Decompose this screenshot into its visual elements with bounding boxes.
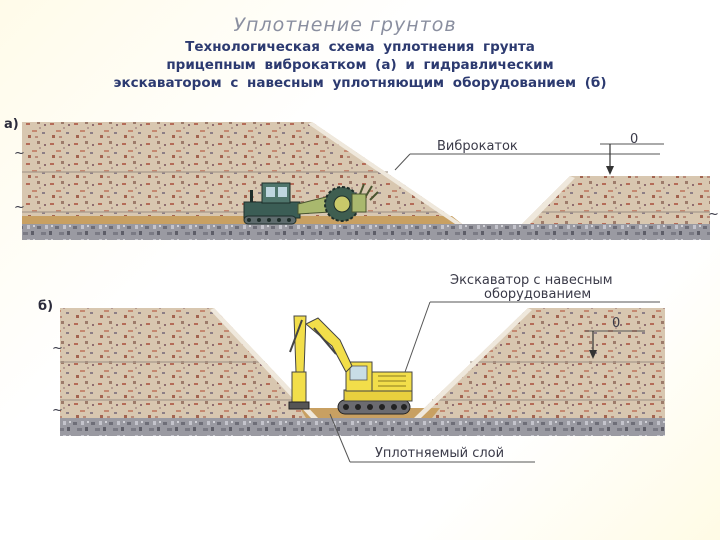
panel-b-slope-edge: [414, 308, 532, 418]
slide-title: Уплотнение грунтов: [233, 14, 457, 36]
panel-a-slope-edge: [522, 176, 575, 224]
slide-subtitle: Технологическая схема уплотнения грунта …: [0, 38, 720, 92]
panel-b-level-arrowhead: [589, 350, 597, 359]
panel-b: ~ ~ б) Экскавато: [38, 273, 665, 463]
excavator-label-line-1: Экскаватор с навесным: [450, 273, 613, 288]
panel-b-break-mark: ~: [52, 341, 63, 356]
panel-b-base: [60, 418, 665, 436]
panel-b-level-label: 0: [612, 316, 620, 331]
layer-callout-leader: [329, 413, 351, 463]
panel-a-break-mark: ~: [14, 146, 25, 161]
subtitle-line-2: прицепным виброкатком (а) и гидравлическ…: [166, 57, 554, 73]
panel-a-compacted-layer: [22, 216, 462, 224]
roller-callout-leader: [394, 153, 411, 171]
panel-a: ~ ~ ~ а) Виброкаток: [4, 117, 719, 240]
excavator-label-line-2: оборудованием: [484, 287, 591, 302]
panel-a-break-mark: ~: [14, 200, 25, 215]
panel-b-marker: б): [38, 299, 53, 314]
panel-a-marker: а): [4, 117, 19, 132]
excavator-icon: [288, 315, 413, 415]
subtitle-line-3: экскаватором с навесным уплотняющим обор…: [113, 75, 607, 91]
panel-a-left-embankment: [22, 122, 462, 224]
panel-a-level-arrowhead: [606, 166, 614, 175]
panel-a-level-label: 0: [630, 132, 638, 147]
excavator-callout-leader: [404, 301, 431, 373]
panel-a-base: [22, 224, 710, 240]
panel-b-right-embankment: [414, 308, 665, 418]
tractor-icon: [243, 182, 301, 225]
panel-b-left-embankment: [60, 308, 318, 418]
panel-b-slope-edge: [210, 308, 318, 418]
panel-b-break-mark: ~: [52, 403, 63, 418]
vibratory-roller-icon: [297, 183, 379, 222]
roller-label: Виброкаток: [437, 139, 518, 154]
panel-a-slope-edge: [308, 122, 462, 224]
subtitle-line-1: Технологическая схема уплотнения грунта: [185, 39, 535, 55]
panel-a-break-mark: ~: [708, 207, 719, 222]
layer-label: Уплотняемый слой: [375, 446, 504, 461]
